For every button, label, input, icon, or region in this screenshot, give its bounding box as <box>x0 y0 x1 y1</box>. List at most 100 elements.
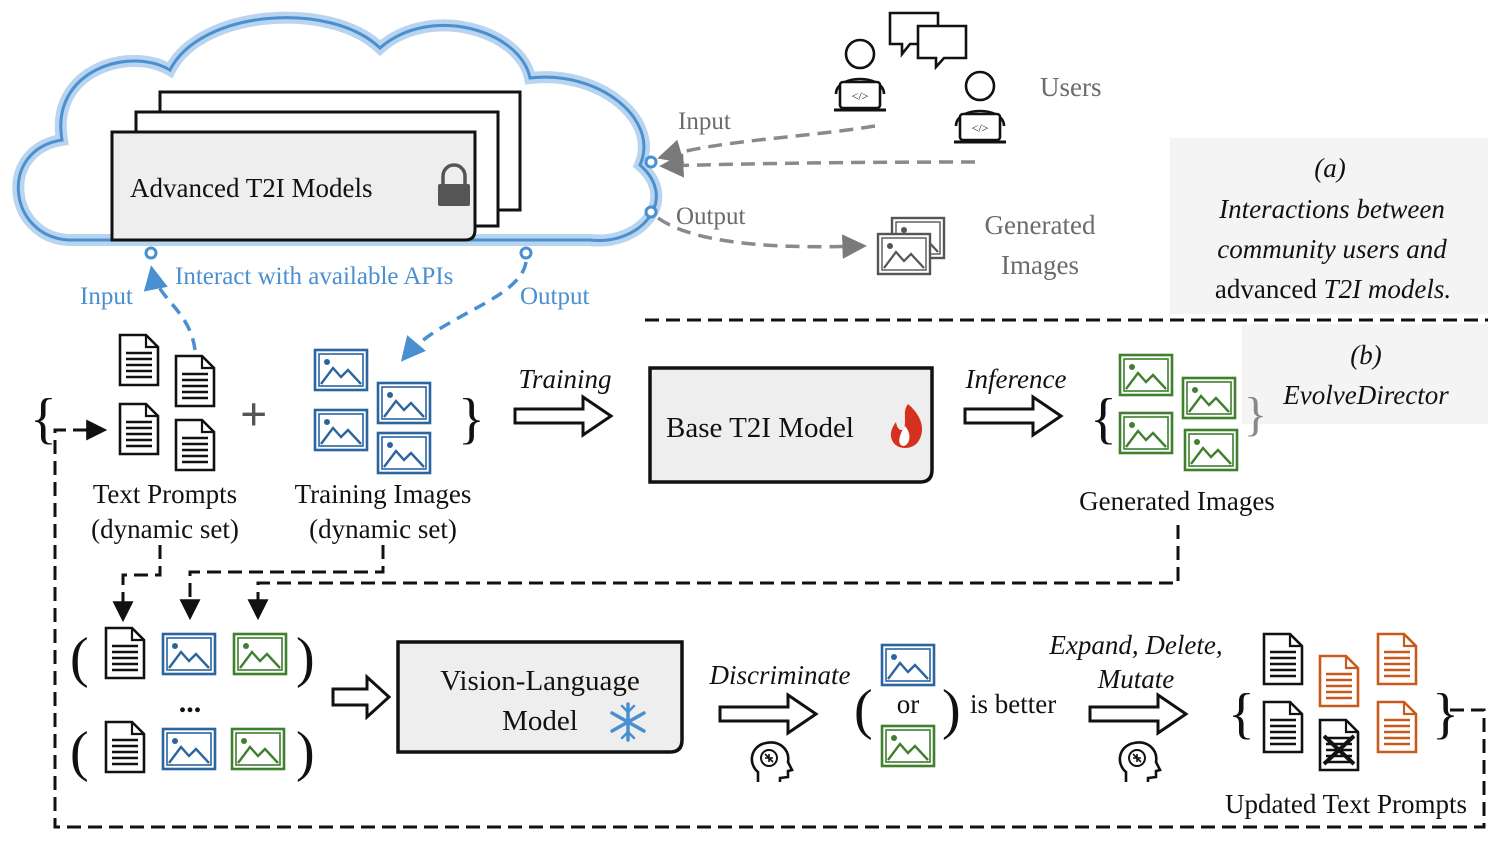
text-prompts-sublabel: (dynamic set) <box>91 514 239 544</box>
vlm-input-arrow <box>331 675 391 719</box>
users-label: Users <box>1040 72 1102 102</box>
left-paren: ( <box>854 679 873 741</box>
ops-label-line1: Expand, Delete, <box>1048 630 1222 660</box>
brain-head-icon <box>750 741 794 784</box>
panel-a-tag: (a) <box>1314 153 1345 183</box>
brain-head-icon <box>1118 741 1162 784</box>
api-input-arrow <box>143 265 197 351</box>
panel-a-line2: community users and <box>1217 234 1447 264</box>
image-icon <box>230 727 286 771</box>
image-icon <box>1118 411 1174 455</box>
image-icon <box>313 408 369 452</box>
vlm-box <box>396 640 684 754</box>
discriminate-label: Discriminate <box>709 660 851 690</box>
prompt-feed-line <box>112 545 162 623</box>
image-icon <box>232 632 288 676</box>
deleted-document-icon <box>1318 718 1360 772</box>
image-icon <box>376 381 432 425</box>
text-prompts-label: Text Prompts <box>93 479 237 509</box>
inference-arrow-label: Inference <box>965 364 1067 394</box>
or-label: or <box>897 689 920 719</box>
cloud-port-output <box>644 205 658 219</box>
vlm-label-line2: Model <box>502 705 578 737</box>
image-icon <box>313 348 369 392</box>
fire-icon <box>890 404 923 448</box>
document-icon <box>104 720 146 774</box>
right-paren: ) <box>942 679 961 741</box>
panel-a-line3-prefix: advanced <box>1215 274 1324 304</box>
generated-images-line1: Generated <box>985 210 1096 240</box>
feedback-loop-line <box>53 419 1486 829</box>
image-icon <box>161 727 217 771</box>
image-icon <box>1181 376 1237 420</box>
chat-icon <box>888 11 968 71</box>
user-icon <box>832 38 888 112</box>
snowflake-icon <box>610 702 646 742</box>
ellipsis: ... <box>179 686 202 719</box>
left-brace: { <box>1090 388 1117 450</box>
generated-feed-line <box>247 525 1180 621</box>
users-output-arrow <box>656 216 867 259</box>
api-label: Interact with available APIs <box>175 263 453 290</box>
training-images-label: Training Images <box>295 479 472 509</box>
users-input-arrow-a <box>657 124 876 164</box>
discriminate-arrow <box>718 693 818 735</box>
ops-label-line2: Mutate <box>1097 664 1174 694</box>
panel-a-background <box>1170 138 1488 314</box>
generated-images-line2: Images <box>1001 250 1079 280</box>
left-paren: ( <box>70 627 89 689</box>
image-icon <box>1183 428 1239 472</box>
right-brace: } <box>458 388 485 450</box>
document-icon <box>104 626 146 680</box>
is-better-label: is better <box>970 689 1056 719</box>
training-images-sublabel: (dynamic set) <box>309 514 457 544</box>
users-output-label: Output <box>676 203 746 230</box>
cloud-shape <box>12 11 663 247</box>
right-brace: } <box>1244 388 1267 441</box>
panel-b-name: EvolveDirector <box>1282 380 1449 410</box>
panel-a-line3: advanced T2I models. <box>1215 274 1451 304</box>
document-icon <box>1262 700 1304 754</box>
api-input-label: Input <box>80 283 133 310</box>
document-icon-orange <box>1376 632 1418 686</box>
users-input-label: Input <box>678 108 731 135</box>
image-icon <box>161 632 217 676</box>
document-icon <box>174 418 216 472</box>
left-paren: ( <box>70 721 89 783</box>
plus-sign: + <box>240 388 267 441</box>
document-icon <box>118 402 160 456</box>
advanced-models-label: Advanced T2I Models <box>130 173 372 203</box>
generated-images-label: Generated Images <box>1079 486 1275 516</box>
users-input-arrow-b <box>659 153 976 178</box>
image-icon <box>876 232 932 276</box>
right-paren: ) <box>296 721 315 783</box>
t2i-model-stack <box>110 90 522 242</box>
base-model-box <box>648 366 934 484</box>
api-output-label: Output <box>520 283 590 310</box>
image-icon <box>1118 353 1174 397</box>
training-arrow <box>513 395 613 437</box>
document-icon <box>118 333 160 387</box>
left-brace: { <box>1228 683 1255 745</box>
document-icon-orange <box>1318 654 1360 708</box>
document-icon <box>174 354 216 408</box>
image-icon <box>880 724 936 768</box>
vlm-label-line1: Vision-Language <box>440 665 640 697</box>
base-model-label: Base T2I Model <box>666 412 854 444</box>
document-icon <box>1262 632 1304 686</box>
updated-prompts-label: Updated Text Prompts <box>1225 789 1467 819</box>
document-icon-orange <box>1376 700 1418 754</box>
right-brace: } <box>1432 683 1459 745</box>
image-icon <box>376 431 432 475</box>
left-brace: { <box>30 388 57 450</box>
inference-arrow <box>963 395 1063 437</box>
cloud-port-input <box>644 155 658 169</box>
update-arrow <box>1088 693 1188 735</box>
panel-a-line3-italic: T2I models. <box>1324 274 1452 304</box>
api-output-arrow <box>400 261 528 362</box>
image-icon <box>880 643 936 687</box>
panel-a-line1: Interactions between <box>1218 194 1445 224</box>
panel-b-background <box>1242 324 1488 424</box>
training-arrow-label: Training <box>518 364 611 394</box>
